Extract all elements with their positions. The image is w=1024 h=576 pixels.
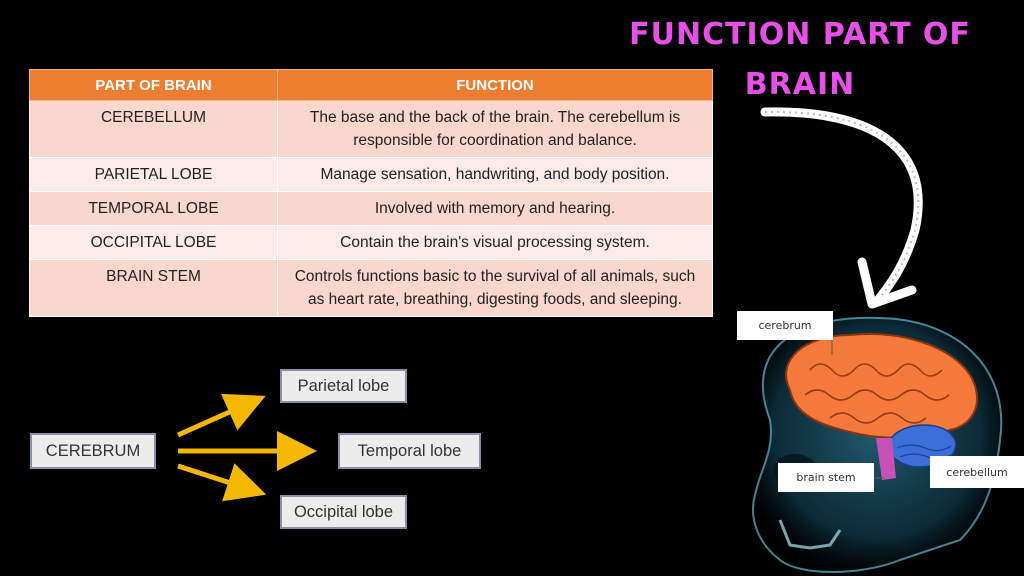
arrow-to-occipital-icon <box>177 463 267 502</box>
cell-function: Manage sensation, handwriting, and body … <box>277 157 713 192</box>
cell-part: CEREBELLUM <box>29 100 278 158</box>
table-row: TEMPORAL LOBE Involved with memory and h… <box>29 191 713 226</box>
title-line-1: FUNCTION PART OF <box>629 17 971 52</box>
cell-part: OCCIPITAL LOBE <box>29 225 278 260</box>
header-function: FUNCTION <box>277 69 713 101</box>
brain-stem-label: brain stem <box>778 463 874 492</box>
cerebrum-label: cerebrum <box>737 311 833 340</box>
cell-function: Involved with memory and hearing. <box>277 191 713 226</box>
brain-function-table: PART OF BRAIN FUNCTION CEREBELLUM The ba… <box>29 69 713 317</box>
title-line-2: BRAIN <box>744 67 856 102</box>
cell-function: Contain the brain's visual processing sy… <box>277 225 713 260</box>
arrow-to-parietal-icon <box>176 393 266 438</box>
page-title: FUNCTION PART OF BRAIN <box>600 10 1000 110</box>
table-row: PARIETAL LOBE Manage sensation, handwrit… <box>29 157 713 192</box>
cerebellum-label: cerebellum <box>930 456 1024 488</box>
cell-function: Controls functions basic to the survival… <box>277 259 713 317</box>
brain-stem-shape <box>876 438 896 480</box>
parietal-lobe-box: Parietal lobe <box>280 369 407 403</box>
table-row: OCCIPITAL LOBE Contain the brain's visua… <box>29 225 713 260</box>
cell-part: TEMPORAL LOBE <box>29 191 278 226</box>
cerebrum-box: CEREBRUM <box>30 433 156 469</box>
table-row: BRAIN STEM Controls functions basic to t… <box>29 259 713 317</box>
cerebrum-shape <box>785 333 979 439</box>
temporal-lobe-box: Temporal lobe <box>338 433 481 469</box>
table-header-row: PART OF BRAIN FUNCTION <box>29 69 713 101</box>
occipital-lobe-box: Occipital lobe <box>280 495 407 529</box>
header-part: PART OF BRAIN <box>29 69 278 101</box>
